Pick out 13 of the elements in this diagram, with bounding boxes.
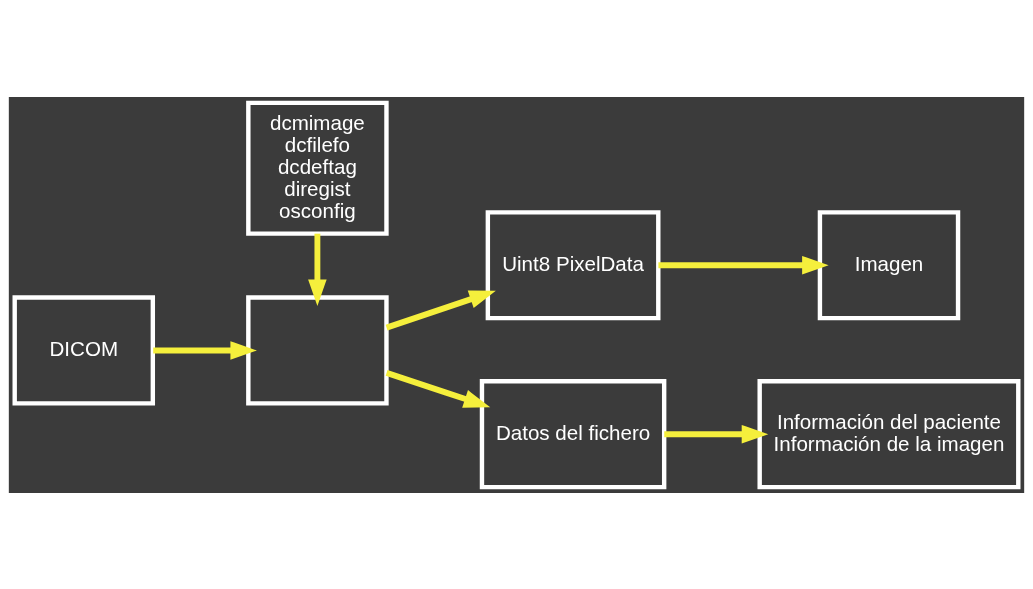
node-box: Imagen xyxy=(817,209,961,320)
node-box: dcmimage dcfilefo dcdeftag diregist osconfig xyxy=(246,100,389,236)
node-box: Información del paciente Información de la imagen xyxy=(757,378,1021,489)
node-box: Datos del fichero xyxy=(479,378,667,489)
arrow xyxy=(664,424,769,443)
arrow xyxy=(153,340,257,360)
arrow xyxy=(385,369,491,408)
arrow xyxy=(308,233,327,306)
arrow xyxy=(658,255,829,275)
node-box: DICOM xyxy=(12,294,156,406)
node-box: Uint8 PixelData xyxy=(485,209,661,320)
node-box xyxy=(246,294,389,406)
arrow xyxy=(385,289,496,330)
